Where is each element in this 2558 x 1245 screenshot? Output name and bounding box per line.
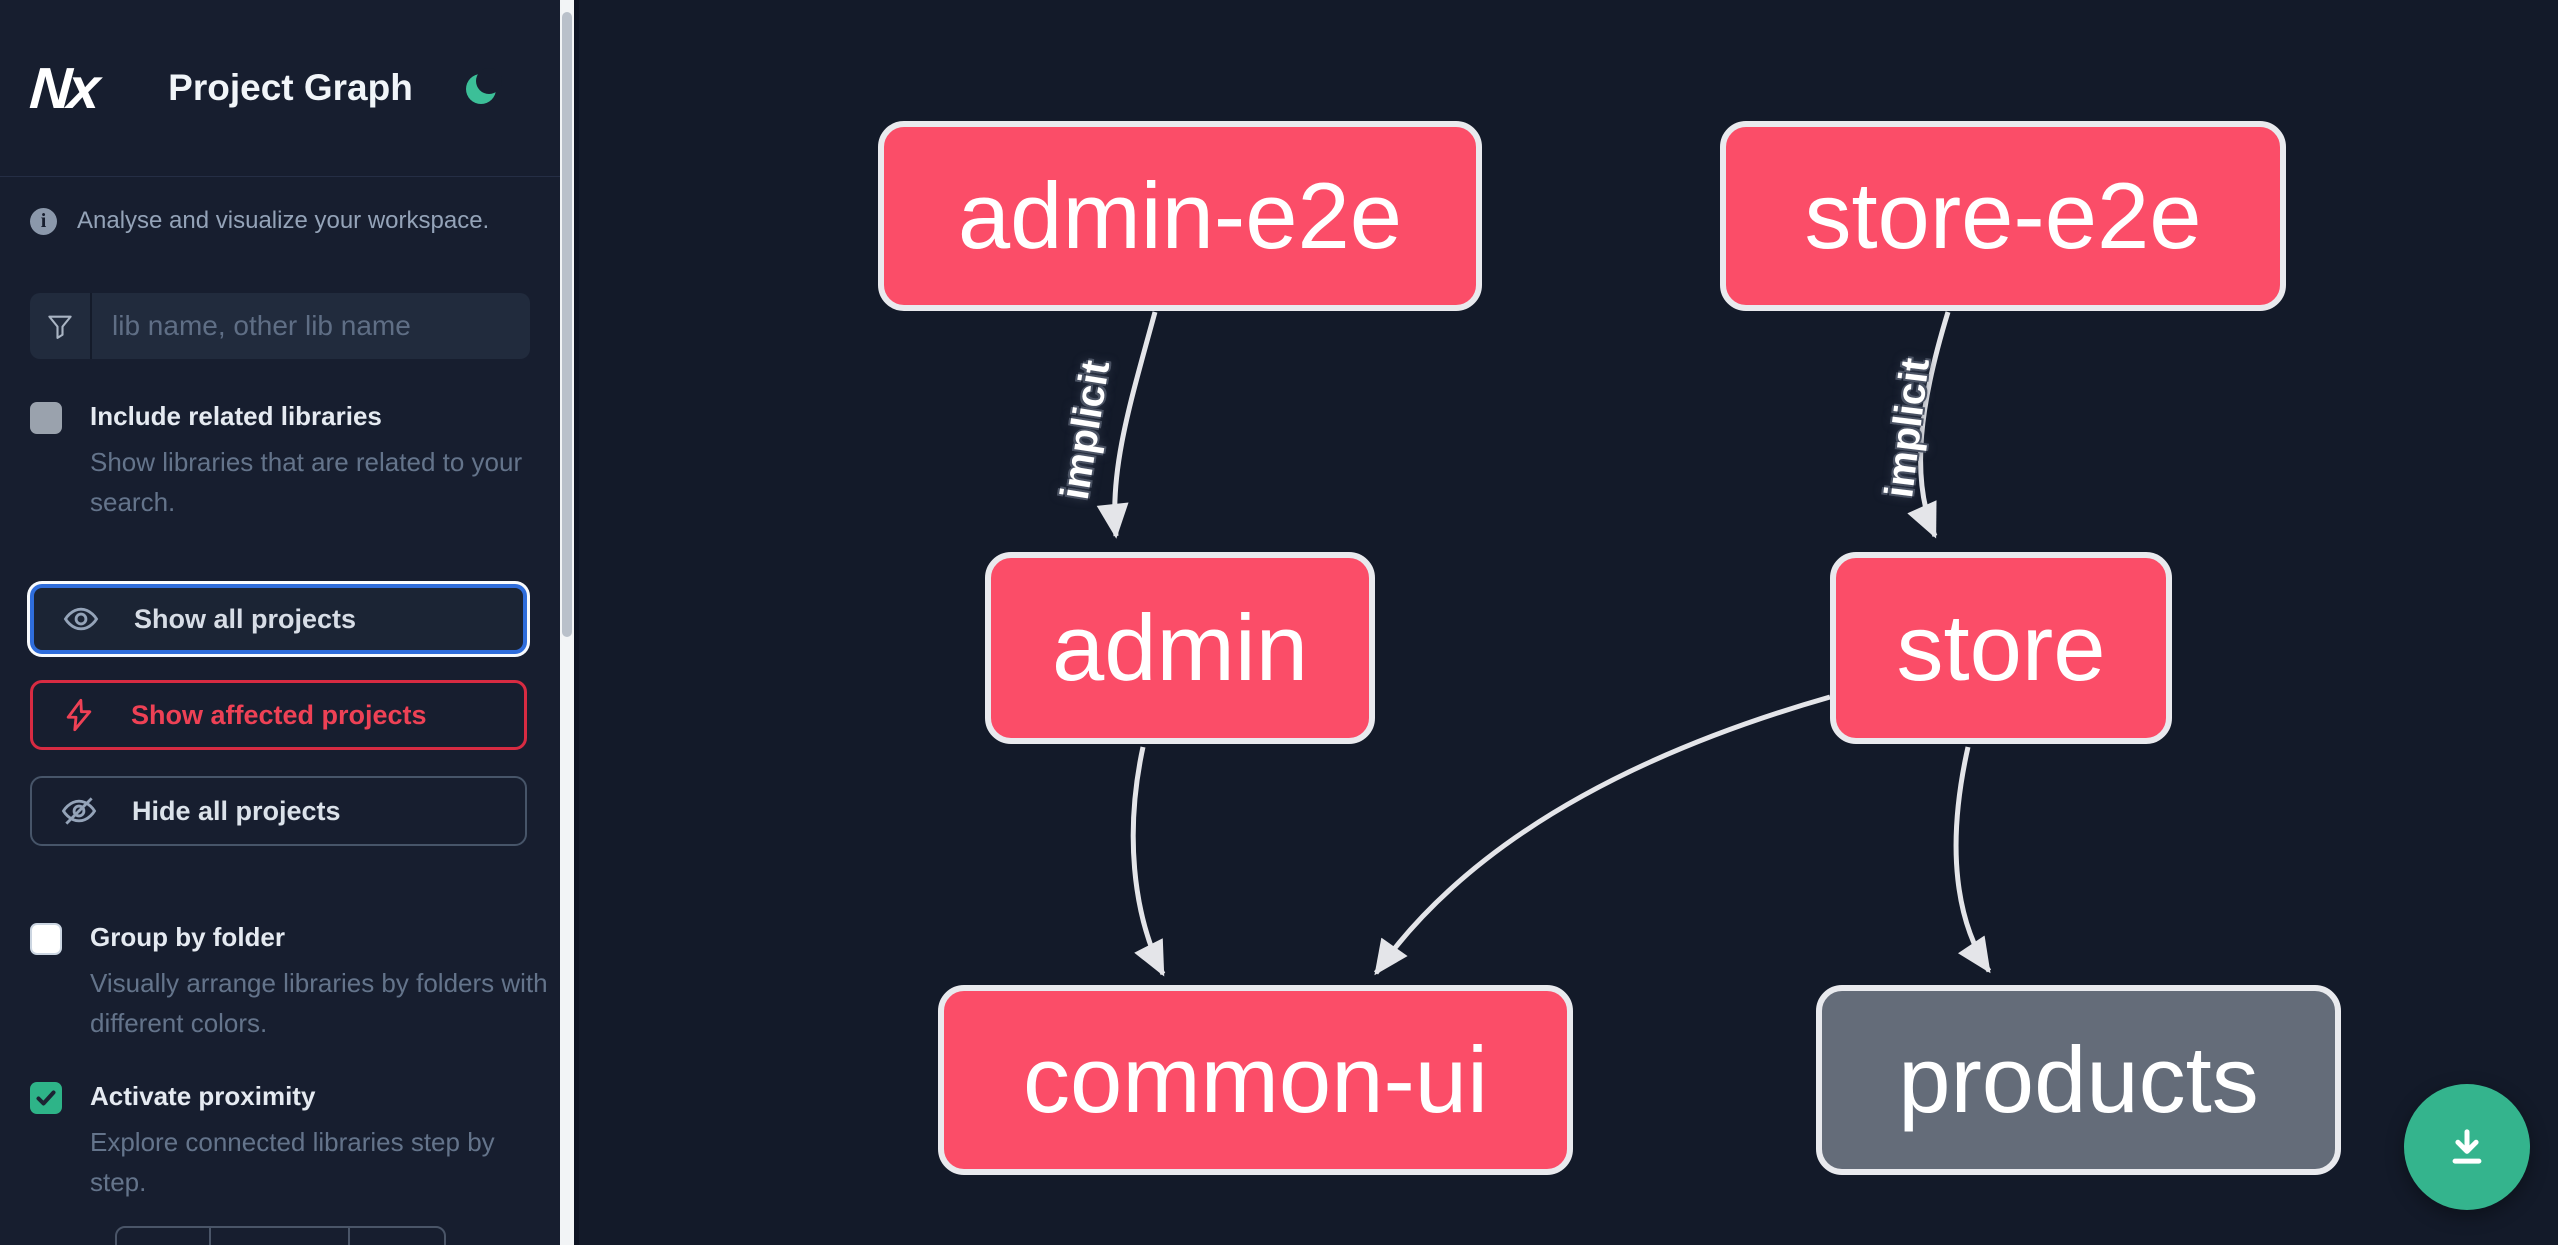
option-label[interactable]: Include related libraries — [90, 401, 382, 431]
option-description: Visually arrange libraries by folders wi… — [90, 968, 548, 1038]
option-description: Show libraries that are related to your … — [90, 447, 523, 517]
option-description: Explore connected libraries step by step… — [90, 1127, 495, 1197]
node-store[interactable]: store — [1830, 552, 2172, 744]
nx-logo: Nx — [27, 55, 99, 121]
checkbox-activate-proximity[interactable] — [30, 1082, 62, 1114]
checkbox-group-by-folder[interactable] — [30, 923, 62, 955]
sidebar: Nx Project Graph i Analyse and visualize… — [0, 0, 560, 1245]
graph-canvas[interactable]: implicit implicit admin-e2e store-e2e ad… — [574, 0, 2558, 1245]
edge-admin-e2e-admin[interactable] — [1096, 311, 1158, 539]
checkbox-include-related[interactable] — [30, 402, 62, 434]
node-store-e2e[interactable]: store-e2e — [1720, 121, 2286, 311]
option-label[interactable]: Group by folder — [90, 922, 285, 952]
option-label[interactable]: Activate proximity — [90, 1081, 316, 1111]
node-admin[interactable]: admin — [985, 552, 1375, 744]
edge-store-products[interactable] — [1953, 746, 1992, 974]
eye-off-icon — [61, 797, 97, 825]
show-all-projects-button[interactable]: Show all projects — [30, 584, 527, 654]
proximity-decrement-segment[interactable] — [117, 1228, 211, 1245]
proximity-value-segment — [211, 1228, 350, 1245]
check-icon — [36, 1090, 56, 1106]
hide-all-projects-button[interactable]: Hide all projects — [30, 776, 527, 846]
sidebar-header: Nx Project Graph — [0, 0, 560, 177]
tagline: Analyse and visualize your workspace. — [77, 207, 490, 234]
sidebar-scrollbar[interactable] — [560, 0, 574, 1245]
edge-admin-common-ui[interactable] — [1130, 746, 1166, 977]
button-label: Hide all projects — [132, 795, 341, 826]
node-common-ui[interactable]: common-ui — [938, 985, 1573, 1175]
search-input[interactable] — [92, 293, 530, 359]
filter-funnel-icon — [30, 293, 92, 359]
download-icon — [2452, 1129, 2482, 1164]
proximity-increment-segment[interactable] — [350, 1228, 444, 1245]
sidebar-body: i Analyse and visualize your workspace. … — [0, 207, 560, 1245]
option-activate-proximity: Activate proximity Explore connected lib… — [30, 1079, 530, 1202]
proximity-depth-control[interactable] — [115, 1226, 446, 1245]
page-title: Project Graph — [168, 67, 413, 108]
node-admin-e2e[interactable]: admin-e2e — [878, 121, 1482, 311]
scrollbar-thumb[interactable] — [562, 12, 572, 637]
option-include-related: Include related libraries Show libraries… — [30, 399, 530, 522]
info-icon: i — [30, 207, 57, 235]
option-group-by-folder: Group by folder Visually arrange librari… — [30, 920, 548, 1043]
show-affected-projects-button[interactable]: Show affected projects — [30, 680, 527, 750]
workspace-info-row: i Analyse and visualize your workspace. — [30, 207, 530, 235]
filter-search-box — [30, 293, 530, 359]
button-label: Show affected projects — [131, 699, 427, 730]
button-label: Show all projects — [134, 603, 357, 634]
theme-toggle-moon-icon[interactable] — [462, 68, 502, 108]
lightning-bolt-icon — [66, 698, 92, 732]
node-products[interactable]: products — [1816, 985, 2341, 1175]
eye-icon — [63, 607, 99, 631]
edge-store-common-ui[interactable] — [1373, 694, 1831, 976]
edge-store-e2e-store[interactable] — [1907, 311, 1951, 539]
dependency-edges — [1096, 311, 1992, 977]
download-graph-button[interactable] — [2404, 1084, 2530, 1210]
